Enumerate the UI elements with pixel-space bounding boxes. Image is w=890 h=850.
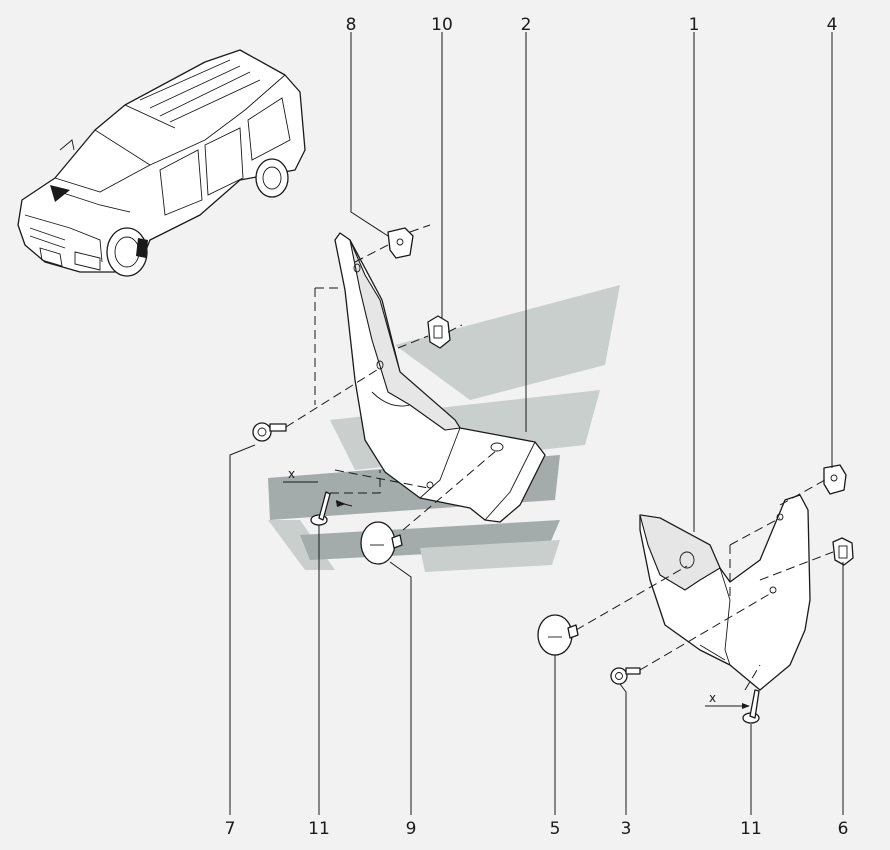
grommet-part-6 bbox=[832, 537, 854, 566]
cap-part-5 bbox=[537, 614, 579, 656]
callout-4: 4 bbox=[827, 15, 838, 35]
callout-6: 6 bbox=[838, 819, 849, 839]
bolt-part-3 bbox=[610, 667, 641, 685]
callout-11-left: 11 bbox=[308, 819, 330, 839]
callout-10: 10 bbox=[431, 15, 453, 35]
callout-2: 2 bbox=[521, 15, 532, 35]
car-illustration bbox=[17, 49, 306, 277]
callout-8: 8 bbox=[346, 15, 357, 35]
callout-3: 3 bbox=[621, 819, 632, 839]
callout-1: 1 bbox=[689, 15, 700, 35]
callout-11-right: 11 bbox=[740, 819, 762, 839]
callout-9: 9 bbox=[406, 819, 417, 839]
cap-part-9 bbox=[360, 521, 403, 565]
view-marker-left: x bbox=[283, 467, 353, 507]
callout-7: 7 bbox=[225, 819, 236, 839]
grommet-part-10 bbox=[427, 315, 451, 349]
screw-part-11-left bbox=[310, 491, 331, 526]
view-marker-right: x bbox=[705, 691, 750, 709]
clip-part-4 bbox=[823, 464, 847, 495]
view-marker-x-right: x bbox=[709, 691, 716, 705]
bolt-part-7 bbox=[252, 422, 287, 442]
screw-part-11-right bbox=[742, 689, 760, 724]
view-marker-x-left: x bbox=[288, 467, 295, 481]
callout-5: 5 bbox=[550, 819, 561, 839]
mudflap-right bbox=[639, 494, 811, 691]
leader-lines bbox=[229, 32, 844, 815]
callouts: 8 10 2 1 4 7 11 9 5 3 11 6 bbox=[225, 15, 849, 839]
mudflap-left bbox=[334, 232, 546, 523]
clip-part-8 bbox=[387, 227, 414, 259]
assembly-lines bbox=[285, 224, 834, 691]
